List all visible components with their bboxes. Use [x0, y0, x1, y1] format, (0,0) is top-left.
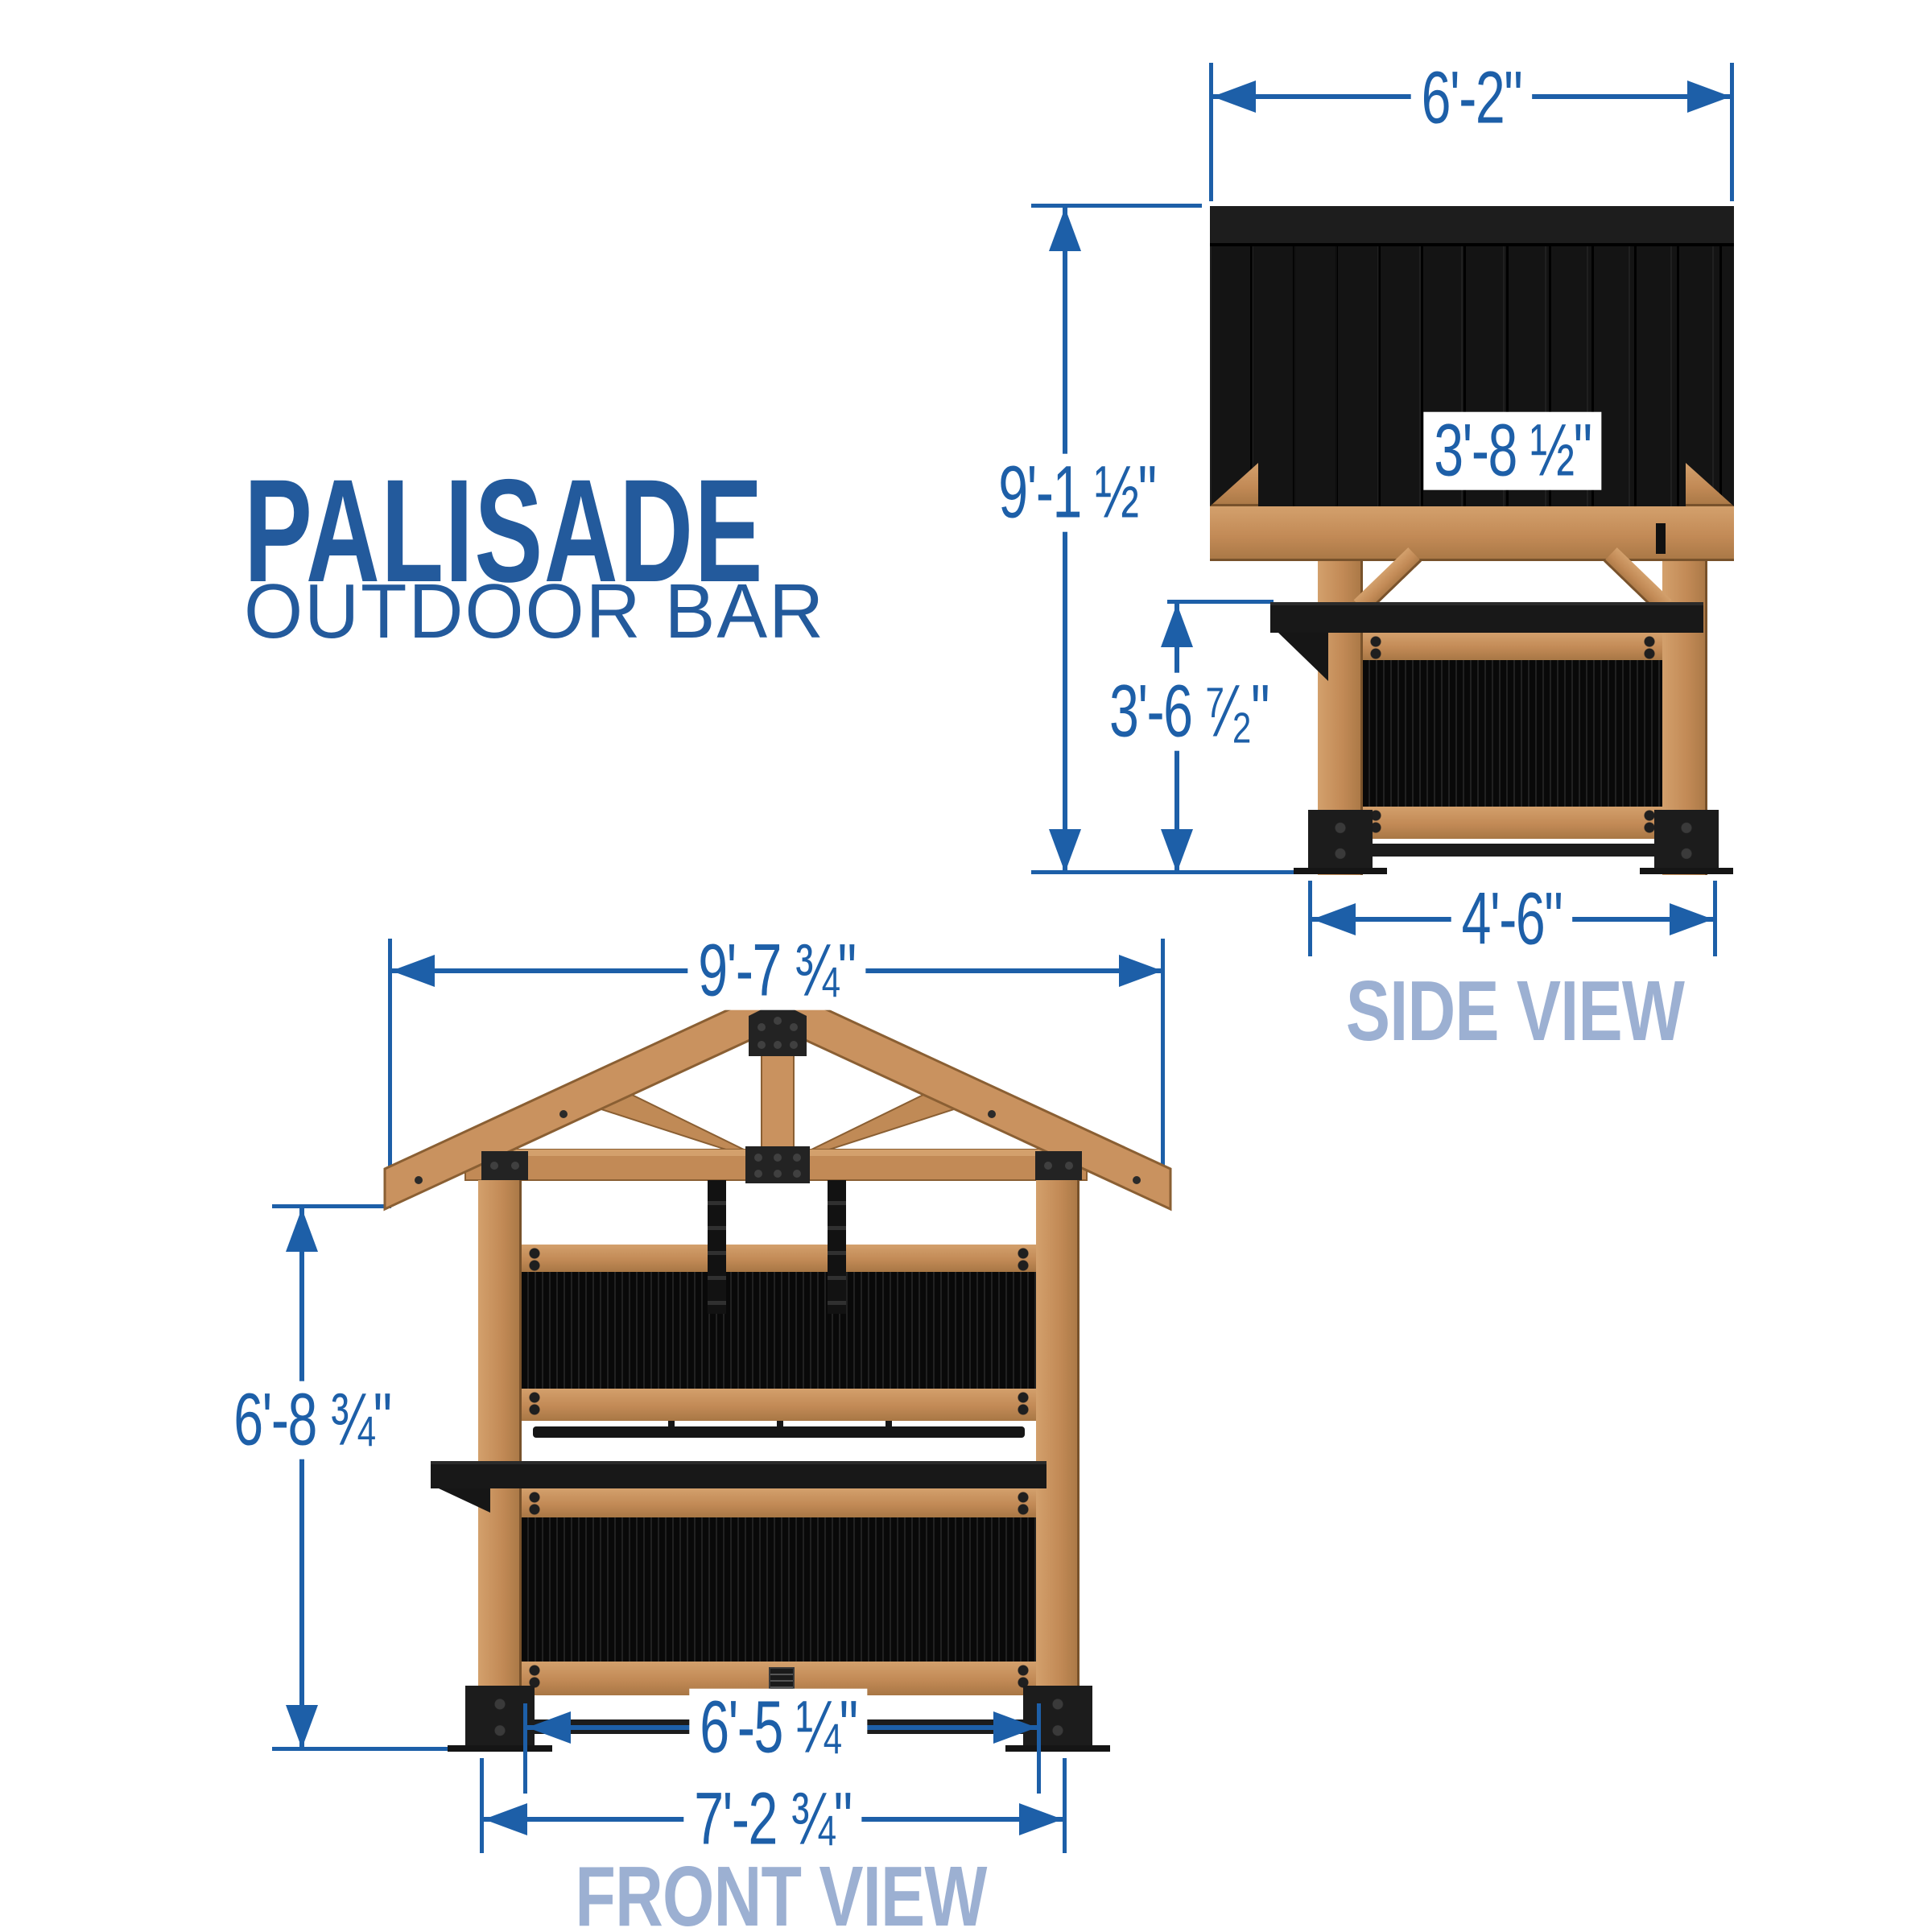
dim-side-roof-width: 6'-2"	[1410, 60, 1533, 138]
front-view-label: FRONT VIEW	[575, 1849, 987, 1932]
side-view-label: SIDE VIEW	[1345, 964, 1685, 1059]
front-anchor-tab-left	[448, 1745, 552, 1752]
dim-side-overall-height: 9'-1 ½"	[988, 454, 1166, 532]
arrowhead	[993, 1711, 1037, 1744]
side-post-base-right	[1654, 810, 1719, 874]
stemware-clip	[886, 1421, 892, 1428]
side-foot-rail	[1363, 844, 1662, 857]
side-tick-base-left	[1308, 881, 1312, 956]
front-ext-line-right	[1161, 939, 1165, 1167]
side-roof-ridge-cap	[1210, 206, 1734, 246]
arrowhead	[1312, 903, 1356, 935]
stemware-clip	[668, 1421, 675, 1428]
dim-front-overall-height: 6'-8 ¾"	[223, 1381, 402, 1459]
arrowhead	[1212, 80, 1256, 113]
page-title: PALISADE	[244, 448, 764, 613]
side-counter-top	[1270, 602, 1703, 633]
shelf-strap-right	[828, 1180, 846, 1314]
front-counter-top	[431, 1461, 1046, 1488]
front-dim-line-height	[299, 1208, 304, 1748]
page-subtitle: OUTDOOR BAR	[244, 568, 825, 654]
side-ext-line-right	[1730, 63, 1734, 201]
side-rail-upper	[1363, 633, 1662, 660]
side-anchor-tab-left	[1294, 868, 1387, 874]
side-back-panel	[1363, 660, 1662, 807]
beam-center-plate	[745, 1146, 810, 1183]
arrowhead	[286, 1705, 318, 1748]
front-rail-upper	[522, 1245, 1036, 1272]
front-post-base-left	[465, 1686, 535, 1752]
arrowhead	[1161, 829, 1193, 873]
side-ext-line-left	[1209, 63, 1213, 201]
dim-side-base-depth: 4'-6"	[1451, 881, 1573, 959]
arrowhead	[1019, 1803, 1063, 1835]
dim-front-roof-width: 9'-7 ¾"	[687, 932, 866, 1010]
dim-side-post-spacing: 3'-8 ½"	[1423, 412, 1602, 490]
side-anchor-tab-right	[1640, 868, 1733, 874]
front-ext-line-left	[388, 939, 392, 1167]
side-dim-line-height	[1063, 208, 1067, 873]
stemware-clip	[777, 1421, 783, 1428]
front-lower-panel	[522, 1517, 1036, 1662]
front-tick-inner-left	[523, 1703, 527, 1794]
side-fascia-beam	[1210, 506, 1734, 561]
arrowhead	[1049, 208, 1081, 251]
side-rail-lower	[1363, 807, 1662, 839]
arrowhead	[527, 1711, 571, 1744]
arrowhead	[484, 1803, 527, 1835]
side-tick-rooftop	[1031, 204, 1202, 208]
arrowhead	[1161, 604, 1193, 647]
front-upper-panel	[522, 1272, 1036, 1389]
shelf-strap-left	[708, 1180, 726, 1314]
side-hook-hardware	[1656, 523, 1666, 554]
front-tick-eave	[272, 1204, 391, 1208]
dim-front-post-spacing: 6'-5 ¼"	[689, 1689, 868, 1767]
dim-front-base-width: 7'-2 ¾"	[683, 1781, 862, 1859]
dim-side-counter-height: 3'-6 ⁷⁄₂"	[1098, 673, 1280, 751]
side-tick-base-right	[1713, 881, 1717, 956]
front-rail-mid	[522, 1389, 1036, 1421]
arrowhead	[1119, 955, 1162, 987]
front-ext-base-left	[480, 1758, 484, 1853]
front-rail-under-counter	[522, 1488, 1036, 1517]
stemware-rail	[533, 1426, 1025, 1438]
side-tick-counter	[1167, 600, 1274, 604]
front-ext-base-right	[1063, 1758, 1067, 1853]
arrowhead	[391, 955, 435, 987]
beam-end-plate-right	[1035, 1151, 1082, 1180]
arrowhead	[1687, 80, 1731, 113]
side-post-base-left	[1308, 810, 1373, 874]
arrowhead	[1670, 903, 1713, 935]
arrowhead	[286, 1208, 318, 1252]
front-tick-inner-right	[1037, 1703, 1041, 1794]
front-anchor-tab-right	[1005, 1745, 1110, 1752]
arrowhead	[1049, 829, 1081, 873]
front-tick-ground	[272, 1747, 538, 1751]
beam-end-plate-left	[481, 1151, 528, 1180]
